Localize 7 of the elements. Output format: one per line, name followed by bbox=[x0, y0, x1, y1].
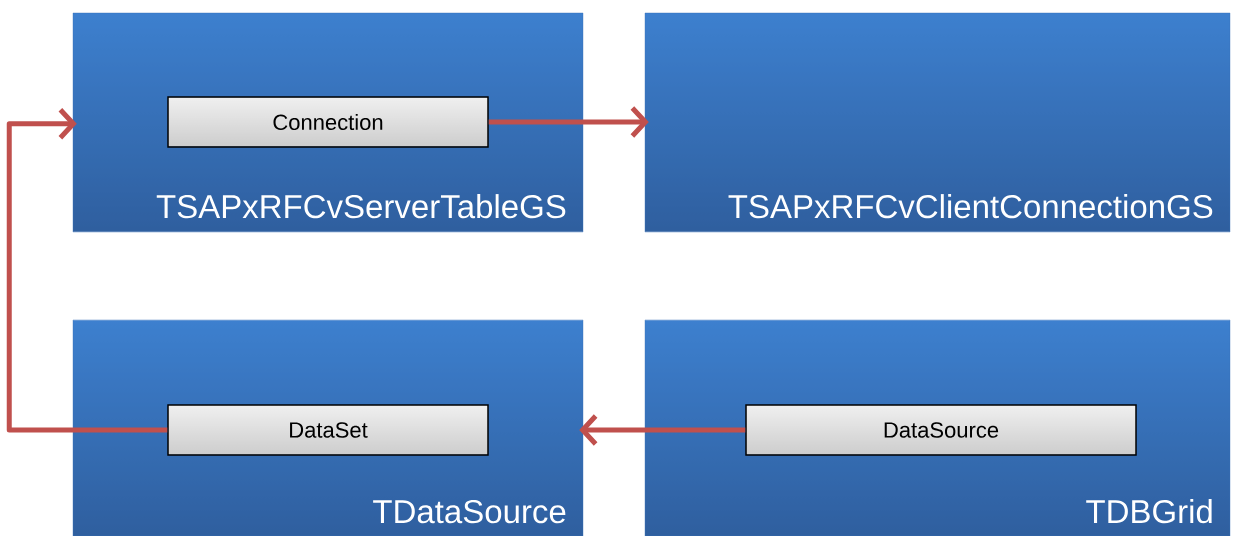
component-box: TSAPxRFCvClientConnectionGS bbox=[644, 12, 1231, 233]
property-box: DataSource bbox=[745, 404, 1137, 456]
property-box: DataSet bbox=[167, 404, 489, 456]
property-box: Connection bbox=[167, 96, 489, 148]
arrow bbox=[488, 106, 649, 138]
arrow bbox=[579, 414, 746, 446]
arrow bbox=[6, 108, 168, 433]
